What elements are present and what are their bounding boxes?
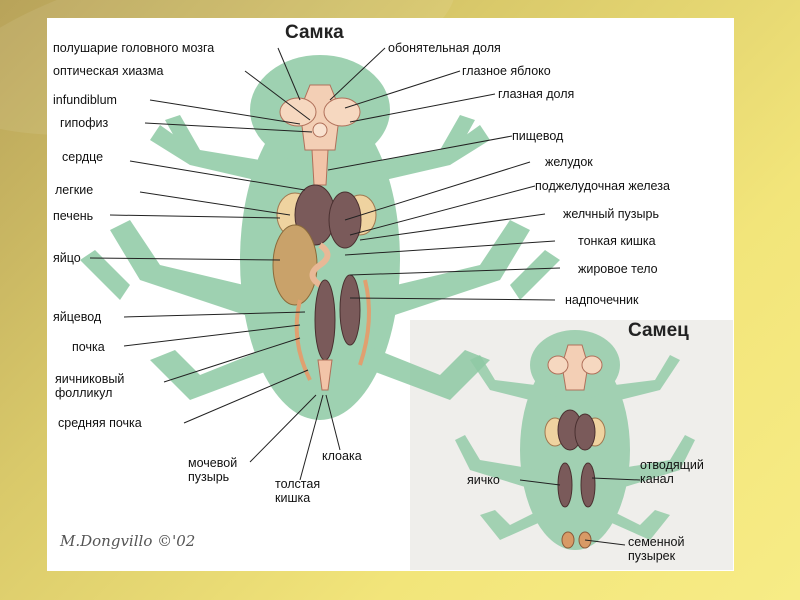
label-stomach: желудок	[545, 155, 593, 169]
label-optic-lobe: глазная доля	[498, 87, 575, 101]
label-heart: сердце	[62, 150, 104, 164]
label-ovarian-follicle: яичниковый фолликул	[55, 372, 125, 400]
label-brain-hemisphere: полушарие головного мозга	[53, 41, 215, 55]
label-liver: печень	[53, 209, 94, 223]
label-testis: яичко	[467, 473, 500, 487]
male-frog-silhouette	[455, 330, 695, 550]
label-esophagus: пищевод	[512, 129, 564, 143]
label-seminal-vesicle: семенной пузырек	[628, 535, 685, 563]
label-oviduct: яйцевод	[53, 310, 102, 324]
female-title: Самка	[285, 22, 344, 43]
label-olfactory-lobe: обонятельная доля	[388, 41, 501, 55]
female-frog-silhouette	[80, 55, 560, 420]
label-optic-chiasm: оптическая хиазма	[53, 64, 164, 78]
artist-signature: M.Dongvillo ©'02	[60, 532, 196, 550]
label-mesonephros: средняя почка	[58, 416, 142, 430]
label-small-intestine: тонкая кишка	[578, 234, 656, 248]
label-kidney: почка	[72, 340, 105, 354]
label-gallbladder: желчный пузырь	[563, 207, 659, 221]
label-bladder: мочевой пузырь	[188, 456, 238, 484]
label-pancreas: поджелудочная железа	[535, 179, 670, 193]
label-large-intestine: толстая кишка	[275, 477, 321, 505]
label-adrenal: надпочечник	[565, 293, 639, 307]
label-eyeball: глазное яблоко	[462, 64, 551, 78]
female-organs	[272, 84, 377, 391]
label-cloaca: клоака	[322, 449, 362, 463]
label-vas-deferens: отводящий канал	[640, 458, 704, 486]
male-title: Самец	[628, 320, 689, 341]
leader-lines	[89, 47, 641, 546]
label-pituitary: гипофиз	[60, 116, 109, 130]
male-organs	[544, 344, 606, 549]
label-infundibulum: infundiblum	[53, 93, 117, 107]
label-fat-body: жировое тело	[578, 262, 658, 276]
label-lungs: легкие	[55, 183, 94, 197]
label-egg: яйцо	[53, 251, 81, 265]
